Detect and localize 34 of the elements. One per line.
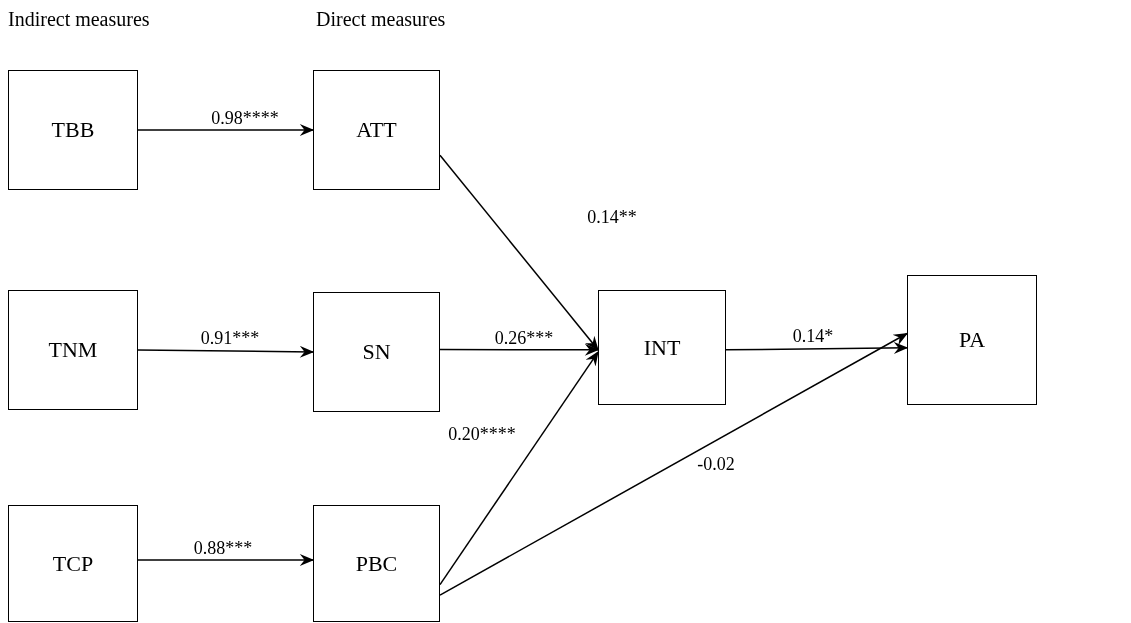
edge-label: 0.14**: [586, 208, 638, 228]
column-heading: Indirect measures: [8, 8, 150, 31]
edge-label: 0.88***: [192, 539, 254, 559]
edge-label: 0.20****: [447, 425, 517, 445]
edge-label: 0.26***: [493, 329, 555, 349]
variable-name: SN: [362, 339, 391, 365]
arrow: [439, 343, 600, 356]
arrow: [725, 341, 909, 354]
variable-box: [598, 290, 726, 405]
variable-box: [313, 70, 440, 190]
edge-label: -0.02: [696, 455, 736, 475]
column-heading: Direct measures: [316, 8, 446, 31]
variable-box: [313, 292, 440, 412]
variable-name: TBB: [51, 117, 95, 143]
variable-box: [8, 70, 138, 190]
arrow: [439, 351, 599, 586]
arrow: [137, 345, 315, 358]
variable-name: TCP: [52, 550, 94, 577]
arrow: [439, 332, 909, 596]
variable-box: [313, 505, 440, 622]
edge-label: 0.91***: [199, 329, 261, 349]
edge-label: 0.14*: [791, 327, 835, 347]
variable-box: [907, 275, 1037, 405]
variable-box: [8, 290, 138, 410]
arrow: [137, 554, 315, 566]
variable-name: TNM: [48, 337, 98, 363]
edge-label: 0.98****: [210, 109, 280, 129]
arrow: [439, 154, 599, 351]
variable-name: INT: [643, 334, 681, 361]
variable-name: ATT: [356, 117, 397, 143]
variable-name: PA: [958, 327, 986, 353]
arrow: [137, 124, 315, 136]
variable-name: PBC: [355, 550, 398, 577]
variable-box: [8, 505, 138, 622]
